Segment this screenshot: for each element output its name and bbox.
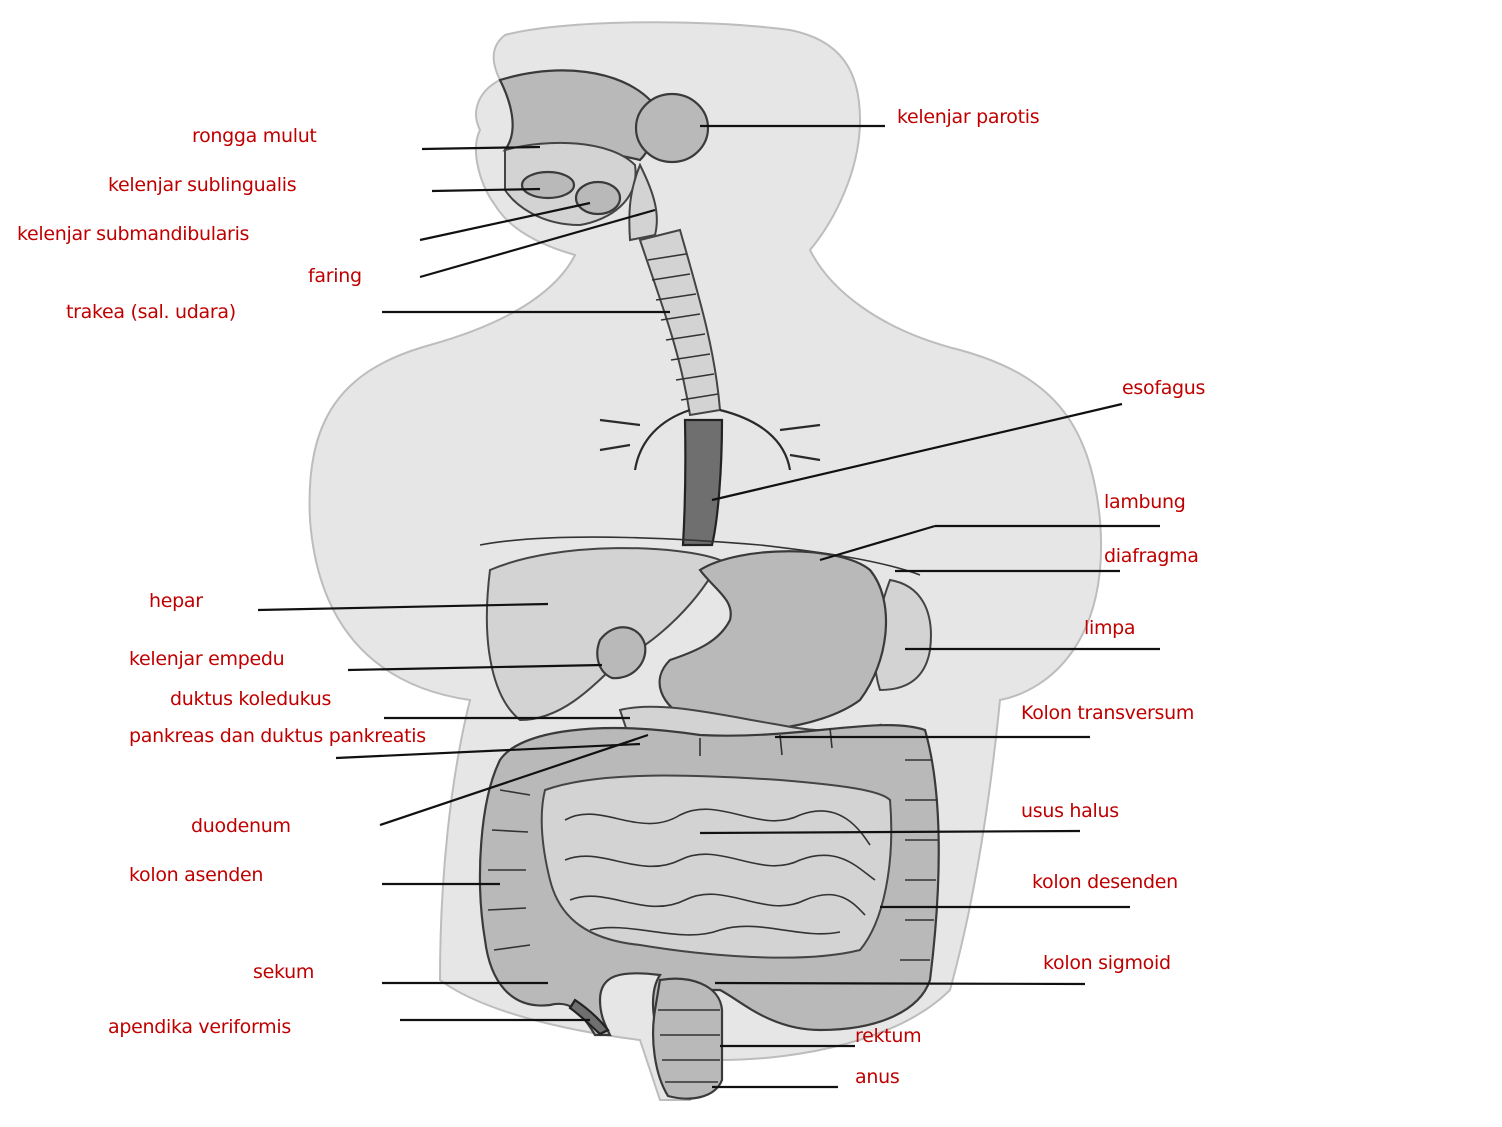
esophagus-shape: [681, 418, 724, 547]
label-faring: faring: [308, 265, 362, 287]
label-kolon-transversum: Kolon transversum: [1021, 702, 1195, 724]
leader-lines: [257, 124, 1160, 1089]
label-diafragma: diafragma: [1104, 545, 1199, 567]
label-rongga-mulut: rongga mulut: [192, 125, 317, 147]
parotid-gland-shape: [634, 92, 710, 164]
label-apendika: apendika veriformis: [108, 1016, 291, 1038]
gallbladder-shape: [596, 626, 647, 680]
appendix-shape: [568, 998, 610, 1036]
rectum-shape: [652, 977, 724, 1100]
label-kolon-asenden: kolon asenden: [129, 864, 264, 886]
label-kolon-sigmoid: kolon sigmoid: [1043, 952, 1171, 974]
label-limpa: limpa: [1084, 617, 1136, 639]
sublingual-gland-shape: [520, 170, 576, 200]
rectum-rings: [658, 1009, 720, 1083]
small-intestine-shape: [540, 774, 893, 959]
label-lambung: lambung: [1104, 491, 1186, 513]
label-kelenjar-parotis: kelenjar parotis: [897, 106, 1040, 128]
label-hepar: hepar: [149, 590, 203, 612]
submandibular-gland-shape: [574, 180, 622, 216]
label-kelenjar-submandibularis: kelenjar submandibularis: [17, 223, 250, 245]
label-sekum: sekum: [253, 961, 315, 983]
label-trakea: trakea (sal. udara): [66, 301, 236, 323]
trachea-rings: [647, 253, 719, 401]
label-rektum: rektum: [855, 1025, 922, 1047]
label-pankreas: pankreas dan duktus pankreatis: [129, 725, 426, 747]
mouth-cavity-shape: [498, 69, 656, 162]
diaphragm-line: [479, 536, 921, 576]
label-kolon-desenden: kolon desenden: [1032, 871, 1178, 893]
small-intestine-folds: [564, 808, 876, 936]
label-esofagus: esofagus: [1122, 377, 1206, 399]
label-kelenjar-empedu: kelenjar empedu: [129, 648, 285, 670]
label-duktus-koledukus: duktus koledukus: [170, 688, 332, 710]
bronchi-shape: [599, 408, 821, 471]
label-kelenjar-sublingualis: kelenjar sublingualis: [108, 174, 297, 196]
label-usus-halus: usus halus: [1021, 800, 1119, 822]
colon-haustra: [487, 727, 938, 961]
label-duodenum: duodenum: [191, 815, 291, 837]
pharynx-shape: [628, 162, 658, 242]
label-anus: anus: [855, 1066, 900, 1088]
